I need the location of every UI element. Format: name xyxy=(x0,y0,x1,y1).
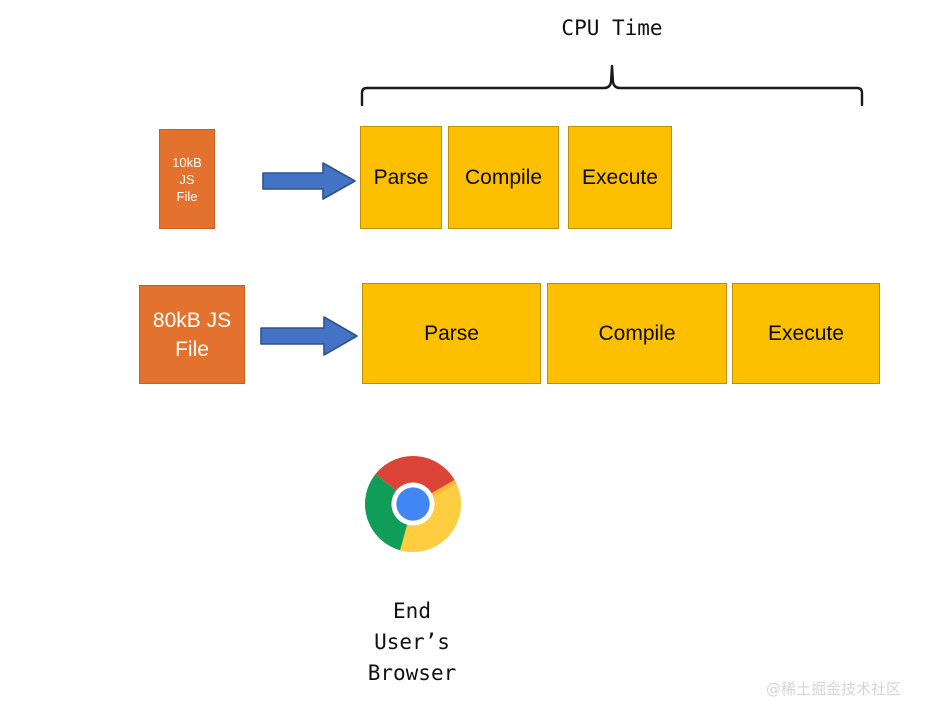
end-user-browser-caption: End User’s Browser xyxy=(292,596,532,689)
file-box-80kb-line-1: File xyxy=(175,337,209,361)
stage-box-parse-row2: Parse xyxy=(362,283,541,384)
end-user-browser-logo xyxy=(364,455,462,553)
stage-label-compile-row2: Compile xyxy=(598,322,676,345)
file-box-80kb-line-0: 80kB JS xyxy=(152,308,232,332)
file-box-10kb-line-0: 10kB xyxy=(172,154,202,170)
curly-brace-icon xyxy=(360,64,864,107)
stage-box-execute-row2: Execute xyxy=(732,283,880,384)
cpu-time-bracket xyxy=(352,62,872,112)
file-box-10kb-line-2: File xyxy=(176,188,198,204)
cpu-time-label: CPU Time xyxy=(561,16,663,40)
stage-label-execute-row1: Execute xyxy=(582,166,658,189)
browser-caption-line-2: Browser xyxy=(367,661,457,685)
file-box-10kb: 10kB JS File xyxy=(159,129,215,229)
stage-box-compile-row1: Compile xyxy=(448,126,559,229)
stage-label-parse-row1: Parse xyxy=(373,166,429,189)
watermark: @稀土掘金技术社区 xyxy=(766,680,902,698)
arrow-80kb-to-pipeline xyxy=(259,315,359,357)
stage-box-parse-row1: Parse xyxy=(360,126,442,229)
stage-box-compile-row2: Compile xyxy=(547,283,727,384)
file-box-80kb: 80kB JS File xyxy=(139,285,245,384)
stage-box-execute-row1: Execute xyxy=(568,126,672,229)
right-arrow-icon xyxy=(262,162,356,200)
right-arrow-icon xyxy=(260,316,358,356)
browser-caption-line-0: End xyxy=(393,599,431,623)
browser-caption-line-1: User’s xyxy=(374,630,450,654)
stage-label-compile-row1: Compile xyxy=(464,166,543,189)
arrow-10kb-to-pipeline xyxy=(261,161,357,201)
chrome-logo-icon xyxy=(364,455,462,553)
stage-label-parse-row2: Parse xyxy=(424,322,479,345)
stage-label-execute-row2: Execute xyxy=(768,322,844,345)
file-box-10kb-line-1: JS xyxy=(179,171,195,187)
